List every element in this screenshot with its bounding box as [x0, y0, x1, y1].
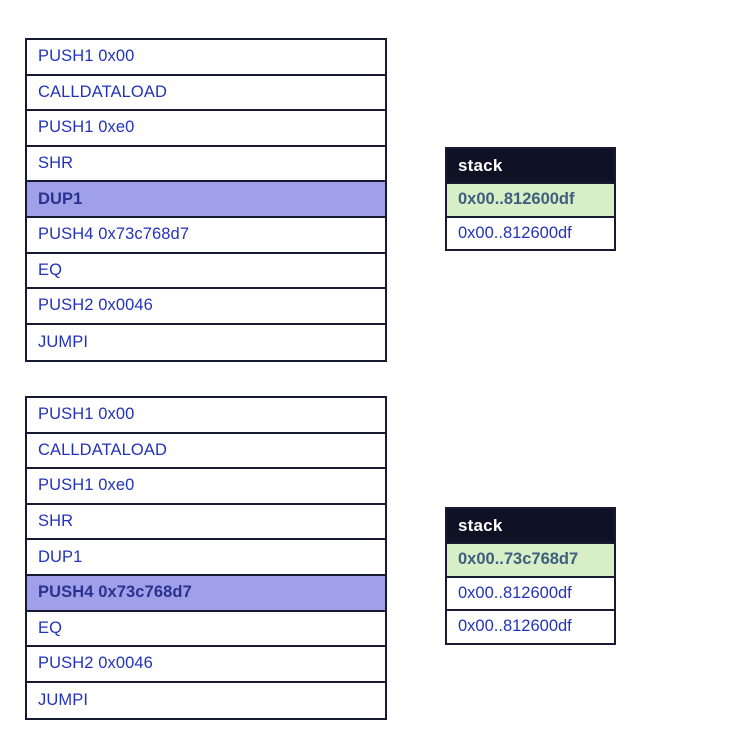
instruction-table-step-2: PUSH1 0x00 CALLDATALOAD PUSH1 0xe0 SHR D… [25, 396, 387, 721]
instruction-row[interactable]: PUSH2 0x0046 [27, 647, 385, 683]
stack-panel-title: stack [447, 509, 614, 542]
instruction-row-highlighted[interactable]: PUSH4 0x73c768d7 [27, 575, 385, 612]
instruction-row[interactable]: PUSH1 0x00 [27, 398, 385, 434]
instruction-row[interactable]: PUSH1 0x00 [27, 40, 385, 76]
instruction-row[interactable]: SHR [27, 146, 385, 183]
instruction-row[interactable]: EQ [27, 611, 385, 648]
instruction-row[interactable]: PUSH4 0x73c768d7 [27, 217, 385, 254]
stack-entry-top[interactable]: 0x00..812600df [447, 182, 614, 216]
stack-entry-top[interactable]: 0x00..73c768d7 [447, 542, 614, 576]
instruction-row-highlighted[interactable]: DUP1 [27, 182, 385, 218]
instruction-row[interactable]: JUMPI [27, 682, 385, 719]
stack-entry[interactable]: 0x00..812600df [447, 575, 614, 609]
instruction-row[interactable]: JUMPI [27, 324, 385, 361]
stack-entry[interactable]: 0x00..812600df [447, 609, 614, 643]
instruction-row[interactable]: SHR [27, 504, 385, 541]
stack-panel-step-1: stack 0x00..812600df 0x00..812600df [445, 147, 616, 251]
stack-panel-title: stack [447, 149, 614, 182]
instruction-row[interactable]: PUSH2 0x0046 [27, 289, 385, 325]
stack-panel-step-2: stack 0x00..73c768d7 0x00..812600df 0x00… [445, 507, 616, 645]
instruction-row[interactable]: PUSH1 0xe0 [27, 469, 385, 505]
instruction-row[interactable]: CALLDATALOAD [27, 433, 385, 470]
instruction-table-step-1: PUSH1 0x00 CALLDATALOAD PUSH1 0xe0 SHR D… [25, 38, 387, 363]
instruction-row[interactable]: DUP1 [27, 540, 385, 576]
instruction-row[interactable]: EQ [27, 253, 385, 290]
instruction-row[interactable]: CALLDATALOAD [27, 75, 385, 112]
stack-entry[interactable]: 0x00..812600df [447, 215, 614, 249]
instruction-row[interactable]: PUSH1 0xe0 [27, 111, 385, 147]
